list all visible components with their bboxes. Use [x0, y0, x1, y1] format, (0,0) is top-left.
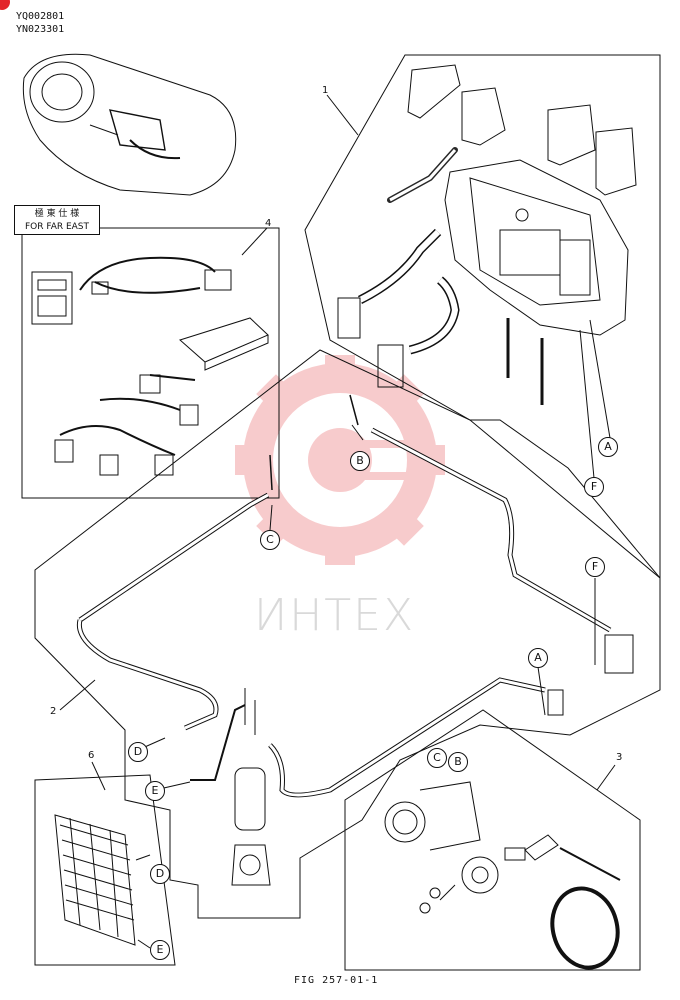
document-codes: YQ002801 YN023301 — [16, 10, 64, 36]
callout-a-pipe: A — [528, 648, 548, 668]
watermark-gear — [235, 355, 445, 565]
callout-e-condenser: E — [150, 940, 170, 960]
corner-badge — [0, 0, 10, 10]
callout-f-heater: F — [584, 477, 604, 497]
figure-label: FIG 257-01-1 — [294, 975, 379, 986]
callout-b-compressor: B — [448, 752, 468, 772]
callout-e-pipe: E — [145, 781, 165, 801]
far-east-note-jp: 極 東 仕 様 — [34, 209, 80, 219]
part-number-4: 4 — [265, 218, 272, 229]
part-number-6: 6 — [88, 750, 95, 761]
section-2-outline — [34, 349, 661, 919]
callout-c-compressor: C — [427, 748, 447, 768]
far-east-note-en: FOR FAR EAST — [24, 222, 90, 232]
far-east-note: 極 東 仕 様 FOR FAR EAST — [14, 205, 100, 235]
callout-c-pipe: C — [260, 530, 280, 550]
section-4-outline — [21, 227, 280, 499]
callout-d-condenser: D — [150, 864, 170, 884]
callout-d-pipe: D — [128, 742, 148, 762]
callout-f-pipe: F — [585, 557, 605, 577]
part-number-1: 1 — [322, 85, 329, 96]
heater-unit — [337, 64, 637, 479]
callout-b-pipe: B — [350, 451, 370, 471]
section-3-outline — [344, 709, 641, 971]
refrigerant-piping — [76, 394, 634, 886]
machine-thumbnail — [22, 53, 237, 196]
callout-a-heater: A — [598, 437, 618, 457]
part-number-3: 3 — [616, 752, 623, 763]
compressor-parts — [384, 781, 621, 970]
code-line-2: YN023301 — [16, 24, 65, 35]
watermark-text: ИНТЕХ — [254, 590, 416, 641]
condenser — [54, 814, 136, 946]
part-number-2: 2 — [50, 706, 57, 717]
controller-parts — [31, 256, 269, 476]
code-line-1: YQ002801 — [16, 11, 65, 22]
section-1-outline — [304, 54, 661, 580]
leader-lines — [59, 94, 616, 949]
section-6-outline — [34, 774, 176, 966]
